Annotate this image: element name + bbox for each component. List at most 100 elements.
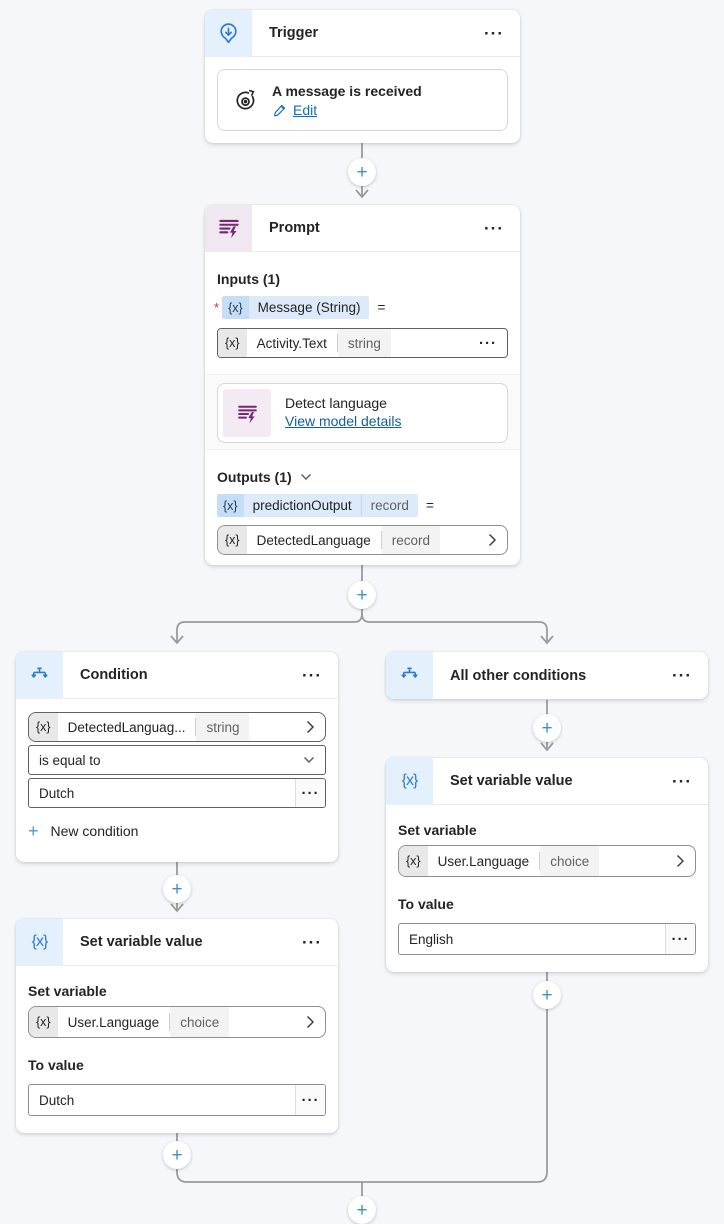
view-model-details-link[interactable]: View model details (285, 413, 402, 429)
set-variable-right-title: Set variable value (450, 773, 573, 789)
condition-node[interactable]: Condition ··· {x} DetectedLanguag... str… (16, 651, 338, 862)
model-text: Detect language View model details (285, 395, 401, 431)
condition-title: Condition (80, 667, 148, 683)
trigger-title: Trigger (269, 25, 319, 41)
set-variable-right-value-input[interactable] (399, 924, 665, 954)
set-variable-right-value-wrap: ··· (398, 923, 696, 955)
condition-more-button[interactable]: ··· (302, 665, 322, 685)
trigger-node[interactable]: Trigger ··· A message is received (205, 9, 520, 143)
set-variable-right-value-more-button[interactable]: ··· (665, 924, 695, 954)
set-variable-left-title: Set variable value (80, 934, 203, 950)
prompt-output-value-type: record (381, 526, 440, 554)
connector-merge-left (176, 1133, 362, 1183)
condition-icon-square (386, 652, 433, 699)
set-variable-left-more-button[interactable]: ··· (302, 932, 322, 952)
condition-value-input-wrap: ··· (28, 778, 326, 808)
prompt-outputs-header[interactable]: Outputs (1) (217, 450, 508, 485)
prompt-output-type: record (360, 494, 418, 517)
condition-value-more-button[interactable]: ··· (295, 779, 325, 807)
arrowhead-into-prompt (355, 189, 369, 199)
condition-operand-box[interactable]: {x} DetectedLanguag... string (28, 712, 326, 742)
divider (195, 718, 197, 736)
new-condition-label: New condition (50, 823, 139, 839)
add-node-button-after-setvar-right[interactable]: + (533, 981, 561, 1009)
arrowhead-into-condition (170, 635, 184, 645)
add-node-button-after-setvar-left[interactable]: + (163, 1141, 191, 1169)
prompt-input-value-box[interactable]: {x} Activity.Text string ··· (217, 328, 508, 358)
goal-icon (236, 89, 255, 109)
prompt-outputs-section: Outputs (1) {x} predictionOutput record … (205, 450, 520, 555)
trigger-header: Trigger ··· (205, 9, 520, 57)
set-variable-left-value-wrap: ··· (28, 1084, 326, 1116)
prompt-header: Prompt ··· (205, 204, 520, 252)
condition-icon-square (16, 651, 63, 699)
to-value-label: To value (398, 896, 454, 912)
set-variable-icon-square: {x} (386, 757, 433, 805)
variable-type: choice (170, 1007, 230, 1037)
set-variable-left-header: {x} Set variable value ··· (16, 918, 338, 966)
prompt-icon-square (205, 204, 252, 252)
trigger-edit-row[interactable]: Edit (272, 102, 422, 118)
set-variable-left-variable-box[interactable]: {x} User.Language choice (28, 1006, 326, 1038)
prompt-more-button[interactable]: ··· (484, 218, 504, 238)
trigger-icon-square (205, 9, 252, 57)
new-condition-button[interactable]: + New condition (28, 822, 326, 840)
variable-badge: {x} (29, 1007, 58, 1037)
condition-operand-name: DetectedLanguag... (67, 719, 186, 735)
condition-value-input[interactable] (29, 779, 295, 807)
condition-operator-select[interactable]: is equal to (28, 745, 326, 775)
chevron-right-icon[interactable] (488, 533, 497, 547)
set-variable-node-right[interactable]: {x} Set variable value ··· Set variable … (386, 757, 708, 972)
edit-link[interactable]: Edit (293, 101, 318, 118)
chevron-right-icon[interactable] (676, 854, 685, 868)
set-variable-label: Set variable (398, 822, 477, 838)
variable-badge: {x} (399, 846, 428, 876)
divider (380, 531, 382, 549)
add-node-button-after-condition[interactable]: + (163, 875, 191, 903)
variable-badge: {x} (218, 329, 247, 357)
trigger-more-button[interactable]: ··· (484, 23, 504, 43)
set-variable-right-variable-box[interactable]: {x} User.Language choice (398, 845, 696, 877)
set-variable-right-more-button[interactable]: ··· (672, 771, 692, 791)
set-variable-icon-square: {x} (16, 918, 63, 966)
prompt-title: Prompt (269, 220, 320, 236)
variable-badge: {x} (217, 494, 244, 517)
chevron-right-icon[interactable] (306, 720, 315, 734)
prompt-output-chip[interactable]: {x} predictionOutput record (217, 494, 418, 517)
model-icon-square (223, 389, 271, 437)
prompt-icon (218, 219, 239, 239)
divider (169, 1013, 171, 1031)
set-variable-left-value-more-button[interactable]: ··· (295, 1085, 325, 1115)
set-variable-left-value-input[interactable] (29, 1085, 295, 1115)
all-other-conditions-more-button[interactable]: ··· (672, 666, 692, 685)
trigger-event-box[interactable]: A message is received Edit (217, 69, 508, 131)
condition-body: {x} DetectedLanguag... string is equal t… (16, 699, 338, 840)
prompt-input-value-name: Activity.Text (256, 335, 327, 351)
variable-icon: {x} (31, 933, 49, 950)
all-other-conditions-title: All other conditions (450, 667, 587, 684)
prompt-output-value-box[interactable]: {x} DetectedLanguage record (217, 525, 508, 555)
chevron-right-icon[interactable] (306, 1015, 315, 1029)
variable-badge: {x} (29, 713, 58, 741)
set-variable-label: Set variable (28, 983, 107, 999)
set-variable-right-header: {x} Set variable value ··· (386, 757, 708, 805)
prompt-input-more-button[interactable]: ··· (479, 334, 497, 352)
required-asterisk: * (214, 300, 220, 315)
connector-split-left (176, 565, 363, 642)
prompt-node[interactable]: Prompt ··· Inputs (1) * {x} Message (Str… (205, 204, 520, 565)
add-node-button-after-allother[interactable]: + (533, 714, 561, 742)
add-node-button-after-merge[interactable]: + (348, 1196, 376, 1224)
model-box[interactable]: Detect language View model details (217, 383, 508, 443)
set-variable-node-left[interactable]: {x} Set variable value ··· Set variable … (16, 918, 338, 1133)
connector-split-right (361, 613, 548, 642)
add-node-button-after-trigger[interactable]: + (348, 158, 376, 186)
branch-icon (31, 667, 48, 678)
prompt-input-chip[interactable]: {x} Message (String) (222, 296, 370, 319)
prompt-model-band: Detect language View model details (205, 374, 520, 450)
add-node-button-after-prompt[interactable]: + (348, 581, 376, 609)
condition-operator-value: is equal to (39, 752, 101, 768)
prompt-input-value-type: string (337, 329, 391, 357)
pencil-icon (274, 104, 286, 116)
all-other-conditions-node[interactable]: All other conditions ··· (386, 652, 708, 699)
